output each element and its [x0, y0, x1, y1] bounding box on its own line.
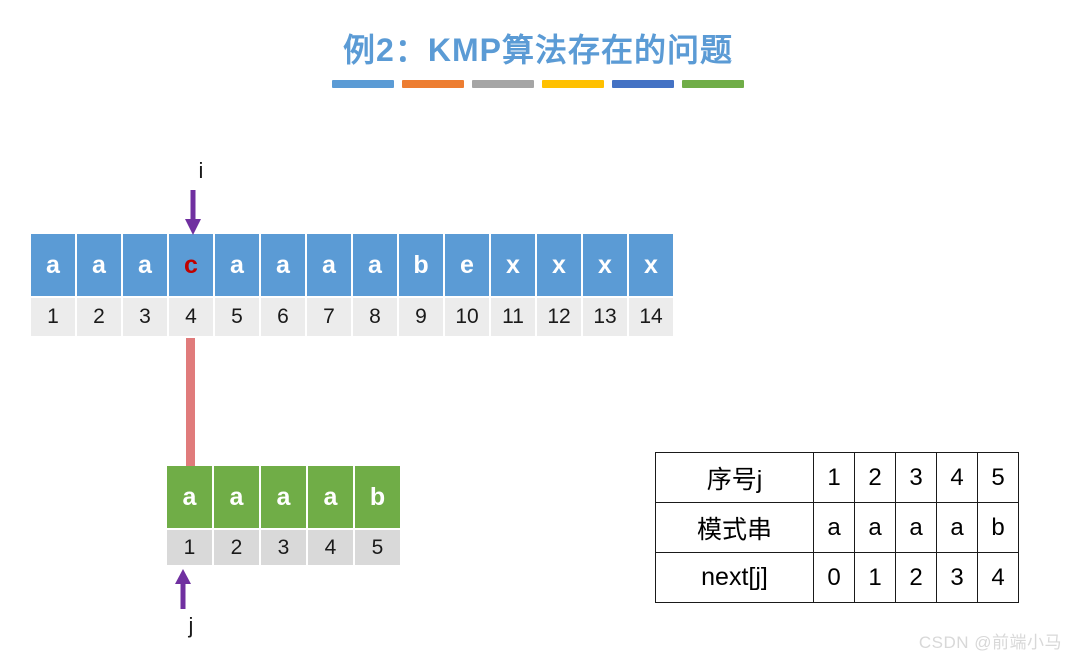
text-char-cell-3: a	[123, 234, 169, 296]
table-row-header-3: next[j]	[655, 552, 814, 603]
text-index-cell-5: 5	[215, 296, 261, 336]
table-cell-r1-c2: 2	[854, 452, 896, 503]
table-row-header-1: 序号j	[655, 452, 814, 503]
pattern-char-cell-4: a	[308, 466, 355, 528]
watermark: CSDN @前端小马	[918, 633, 1062, 652]
title-underline-bars	[0, 80, 1076, 88]
pointer-i-label: i	[198, 158, 204, 183]
pointer-i-arrow-icon	[185, 190, 201, 235]
title-underline-bar-darkblue	[612, 80, 674, 88]
table-cell-r3-c5: 4	[977, 552, 1019, 603]
table-cell-r1-c3: 3	[895, 452, 937, 503]
text-index-cell-14: 14	[629, 296, 675, 336]
table-cell-r3-c4: 3	[936, 552, 978, 603]
text-char-cell-7: a	[307, 234, 353, 296]
title-underline-bar-gold	[542, 80, 604, 88]
title-block: 例2：KMP算法存在的问题	[0, 28, 1076, 88]
text-char-cell-13: x	[583, 234, 629, 296]
text-char-cell-12: x	[537, 234, 583, 296]
title-underline-bar-green	[682, 80, 744, 88]
pointer-j-label: j	[188, 613, 194, 638]
text-index-cell-8: 8	[353, 296, 399, 336]
text-index-cell-3: 3	[123, 296, 169, 336]
text-index-cell-9: 9	[399, 296, 445, 336]
text-char-cell-8: a	[353, 234, 399, 296]
text-char-cell-6: a	[261, 234, 307, 296]
title-underline-bar-gray	[472, 80, 534, 88]
pointer-j-arrow-icon	[175, 569, 191, 609]
text-index-cell-11: 11	[491, 296, 537, 336]
table-cell-r3-c3: 2	[895, 552, 937, 603]
text-index-cell-7: 7	[307, 296, 353, 336]
pattern-index-cell-5: 5	[355, 528, 402, 565]
text-char-cell-2: a	[77, 234, 123, 296]
pattern-char-cell-1: a	[167, 466, 214, 528]
text-index-cell-1: 1	[31, 296, 77, 336]
text-char-cell-9: b	[399, 234, 445, 296]
pattern-index-cell-1: 1	[167, 528, 214, 565]
text-index-cell-10: 10	[445, 296, 491, 336]
text-char-cell-5: a	[215, 234, 261, 296]
table-cell-r2-c3: a	[895, 502, 937, 553]
text-index-cell-12: 12	[537, 296, 583, 336]
text-index-cell-4: 4	[169, 296, 215, 336]
table-cell-r1-c4: 4	[936, 452, 978, 503]
alignment-connector-line	[186, 338, 195, 466]
table-row-header-2: 模式串	[655, 502, 814, 553]
table-cell-r2-c1: a	[813, 502, 855, 553]
table-cell-r2-c4: a	[936, 502, 978, 553]
text-index-cell-13: 13	[583, 296, 629, 336]
pattern-index-cell-4: 4	[308, 528, 355, 565]
table-cell-r2-c5: b	[977, 502, 1019, 553]
table-cell-r2-c2: a	[854, 502, 896, 553]
title-underline-bar-orange	[402, 80, 464, 88]
text-char-cell-4: c	[169, 234, 215, 296]
text-char-cell-11: x	[491, 234, 537, 296]
pattern-index-cell-3: 3	[261, 528, 308, 565]
table-cell-r3-c2: 1	[854, 552, 896, 603]
text-index-cell-2: 2	[77, 296, 123, 336]
text-index-cell-6: 6	[261, 296, 307, 336]
pattern-index-cell-2: 2	[214, 528, 261, 565]
text-char-cell-10: e	[445, 234, 491, 296]
pattern-char-cell-2: a	[214, 466, 261, 528]
table-cell-r1-c1: 1	[813, 452, 855, 503]
text-char-cell-1: a	[31, 234, 77, 296]
pattern-char-cell-5: b	[355, 466, 402, 528]
page-title: 例2：KMP算法存在的问题	[343, 32, 733, 68]
title-underline-bar-blue	[332, 80, 394, 88]
text-char-cell-14: x	[629, 234, 675, 296]
pattern-char-cell-3: a	[261, 466, 308, 528]
table-cell-r1-c5: 5	[977, 452, 1019, 503]
table-cell-r3-c1: 0	[813, 552, 855, 603]
